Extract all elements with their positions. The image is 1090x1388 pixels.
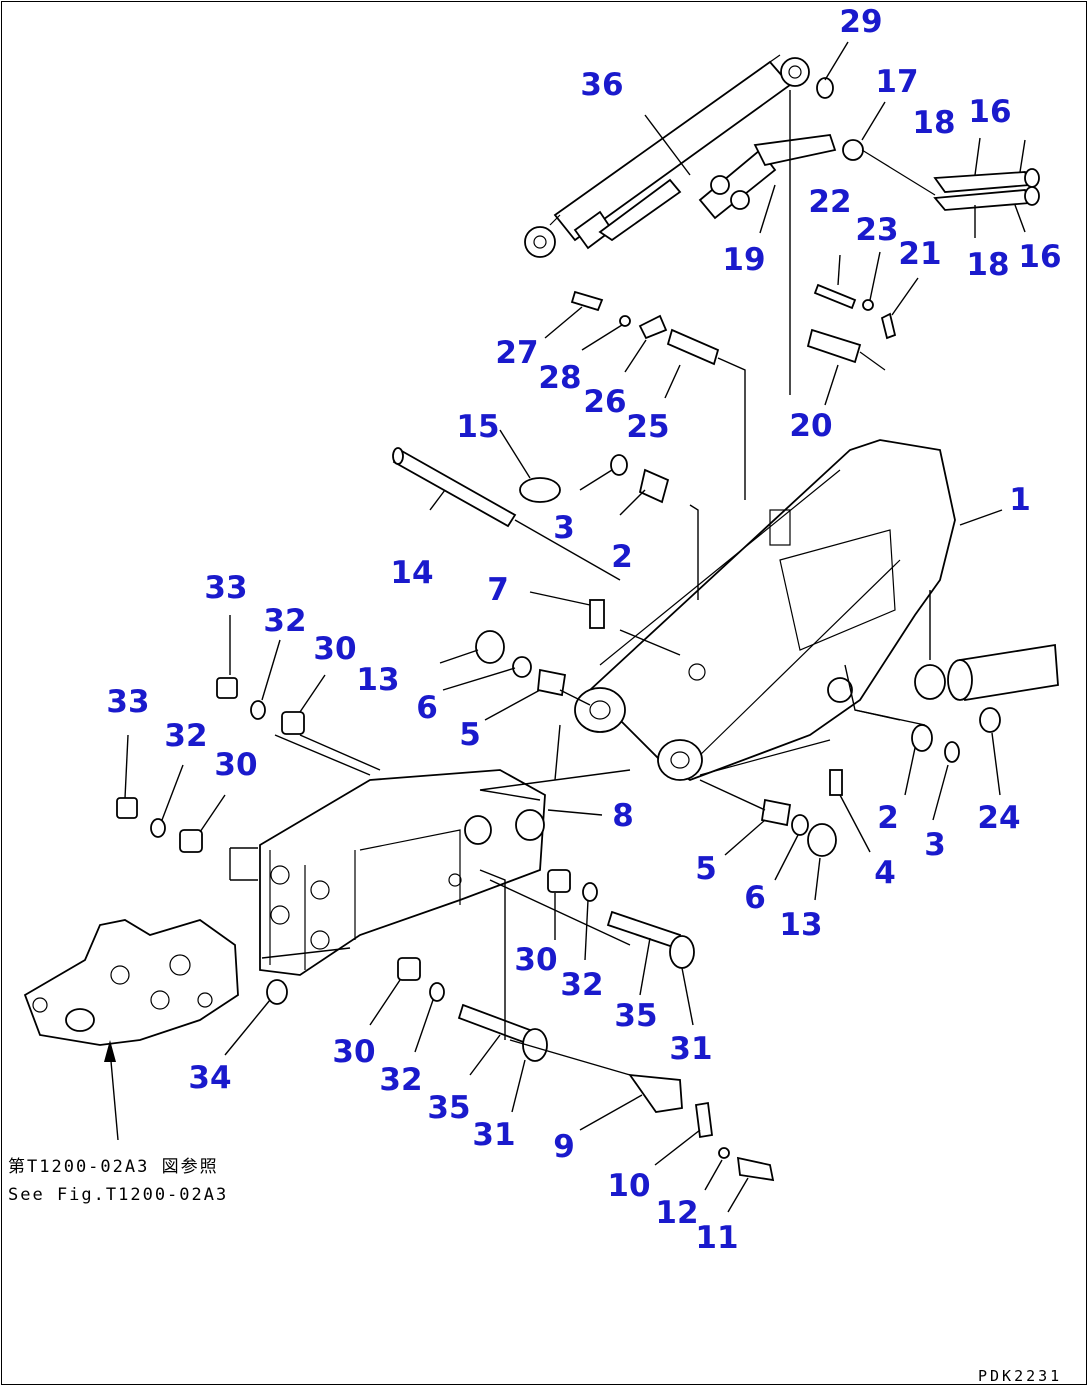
- callout-6: 6: [416, 690, 438, 726]
- part-29-washer: [816, 77, 834, 99]
- callout-32: 32: [560, 967, 603, 1003]
- callout-16: 16: [1018, 239, 1061, 275]
- callout-30: 30: [214, 747, 257, 783]
- part-9-10-11-12-pin-set: [628, 1073, 775, 1182]
- callout-3: 3: [924, 827, 946, 863]
- callout-21: 21: [898, 236, 941, 272]
- callout-18: 18: [966, 247, 1009, 283]
- callout-18: 18: [912, 105, 955, 141]
- callout-6: 6: [744, 880, 766, 916]
- part-5-6-13-bushing-set: [475, 630, 837, 857]
- callout-12: 12: [655, 1195, 698, 1231]
- callout-20: 20: [789, 408, 832, 444]
- callout-31: 31: [472, 1117, 515, 1153]
- part-4-grease-fitting: [829, 769, 843, 796]
- part-14-long-pin: [392, 447, 517, 528]
- reference-assembly: [23, 919, 239, 1046]
- boom-foot-pipe: [914, 643, 1059, 702]
- callout-33: 33: [106, 684, 149, 720]
- callout-30: 30: [332, 1034, 375, 1070]
- part-30-bushings: [179, 711, 571, 981]
- callout-2: 2: [611, 539, 633, 575]
- callout-7: 7: [487, 572, 509, 608]
- callout-4: 4: [874, 855, 896, 891]
- callout-30: 30: [514, 942, 557, 978]
- figure-code: PDK2231: [978, 1367, 1062, 1385]
- part-8-bracket: [259, 769, 546, 976]
- callout-30: 30: [313, 631, 356, 667]
- callout-9: 9: [553, 1129, 575, 1165]
- part-16-18-hoses: [933, 168, 1040, 211]
- callout-13: 13: [779, 907, 822, 943]
- part-25-26-27-28-pin-set: [570, 290, 720, 366]
- part-21-22-23-bolt-set: [813, 283, 897, 340]
- callout-3: 3: [553, 510, 575, 546]
- callout-35: 35: [614, 998, 657, 1034]
- callout-2: 2: [877, 800, 899, 836]
- callout-22: 22: [808, 184, 851, 220]
- arrow-head: [104, 1040, 116, 1062]
- callout-10: 10: [607, 1168, 650, 1204]
- callout-1: 1: [1009, 482, 1031, 518]
- callout-27: 27: [495, 335, 538, 371]
- callout-14: 14: [390, 555, 433, 591]
- callout-17: 17: [875, 64, 918, 100]
- part-15-ring: [519, 477, 561, 503]
- callout-15: 15: [456, 409, 499, 445]
- callout-31: 31: [669, 1031, 712, 1067]
- reference-en: See Fig.T1200-02A3: [8, 1185, 228, 1205]
- callout-34: 34: [188, 1060, 231, 1096]
- callout-23: 23: [855, 212, 898, 248]
- part-1-boom: [574, 439, 956, 782]
- callout-32: 32: [263, 603, 306, 639]
- part-20-pin: [806, 328, 886, 371]
- callout-29: 29: [839, 4, 882, 40]
- callout-35: 35: [427, 1090, 470, 1126]
- callout-5: 5: [695, 851, 717, 887]
- part-31-35-bolts: [457, 910, 695, 1062]
- leader-lines: [104, 41, 1026, 1213]
- callout-16: 16: [968, 94, 1011, 130]
- part-17-clamp: [842, 139, 936, 196]
- callout-36: 36: [580, 67, 623, 103]
- callout-5: 5: [459, 717, 481, 753]
- part-19-hose-fitting: [598, 134, 837, 242]
- callout-24: 24: [977, 800, 1020, 836]
- callout-26: 26: [583, 384, 626, 420]
- callout-25: 25: [626, 409, 669, 445]
- callout-11: 11: [695, 1220, 738, 1256]
- callout-19: 19: [722, 242, 765, 278]
- callout-32: 32: [164, 718, 207, 754]
- part-33-nuts: [116, 677, 238, 819]
- part-32-washers: [150, 700, 598, 1002]
- callout-13: 13: [356, 662, 399, 698]
- reference-jp: 第T1200-02A3 図参照: [8, 1157, 219, 1177]
- callouts: 1 2 2 3 3 4 5 5 6 6 7 8 9 10 11 12 13 13…: [106, 4, 1061, 1256]
- callout-32: 32: [379, 1062, 422, 1098]
- callout-28: 28: [538, 360, 581, 396]
- callout-8: 8: [612, 798, 634, 834]
- part-34-washer: [266, 979, 288, 1005]
- part-7-grease-fitting: [589, 599, 605, 629]
- part-2-3-bushing: [610, 454, 960, 763]
- part-24-washer: [979, 707, 1001, 733]
- callout-33: 33: [204, 570, 247, 606]
